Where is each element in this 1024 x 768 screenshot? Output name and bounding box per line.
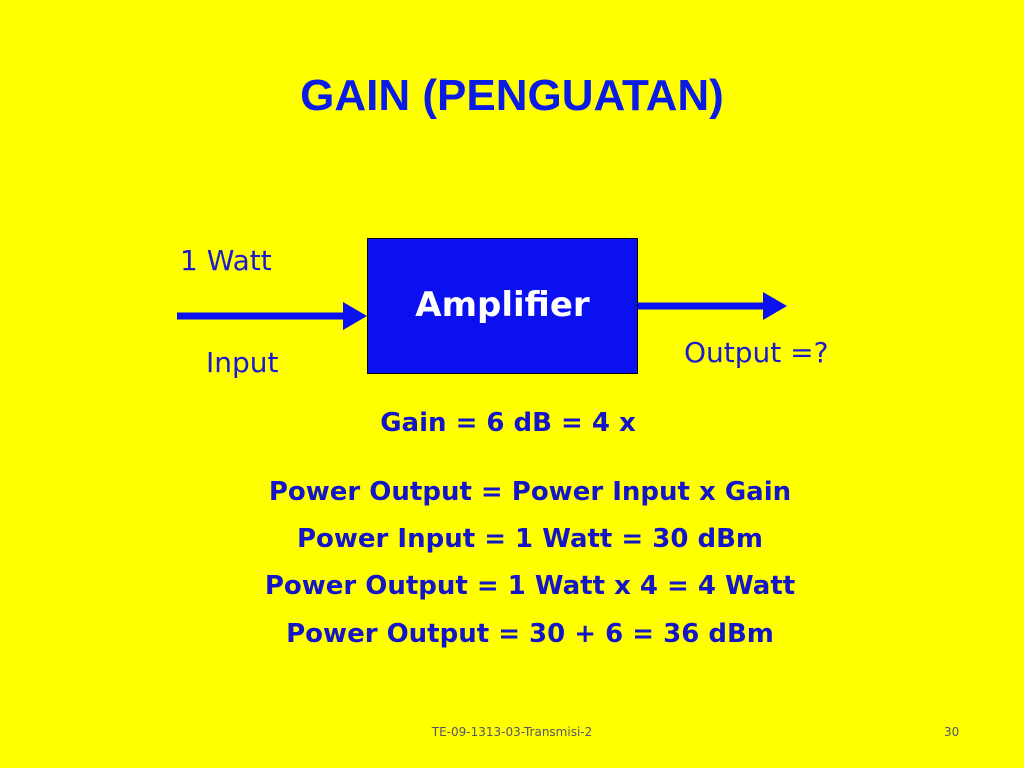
footer-text: TE-09-1313-03-Transmisi-2 — [431, 725, 593, 739]
input-arrowhead — [343, 302, 367, 330]
output-label: Output =? — [684, 336, 829, 369]
equation-line: Power Output = Power Input x Gain — [268, 477, 792, 507]
page-number: 30 — [944, 725, 960, 739]
equation-line: Power Input = 1 Watt = 30 dBm — [296, 524, 763, 554]
input-label: Input — [206, 346, 279, 379]
equation-line: Power Output = 1 Watt x 4 = 4 Watt — [264, 571, 796, 601]
slide-title: GAIN (PENGUATAN) — [300, 71, 724, 120]
gain-line: Gain = 6 dB = 4 x — [380, 408, 636, 438]
input-power-label: 1 Watt — [180, 244, 272, 277]
output-arrowhead — [763, 292, 787, 320]
equation-line: Power Output = 30 + 6 = 36 dBm — [286, 619, 774, 649]
amplifier-label: Amplifier — [415, 285, 590, 325]
amplifier-block — [367, 238, 638, 374]
